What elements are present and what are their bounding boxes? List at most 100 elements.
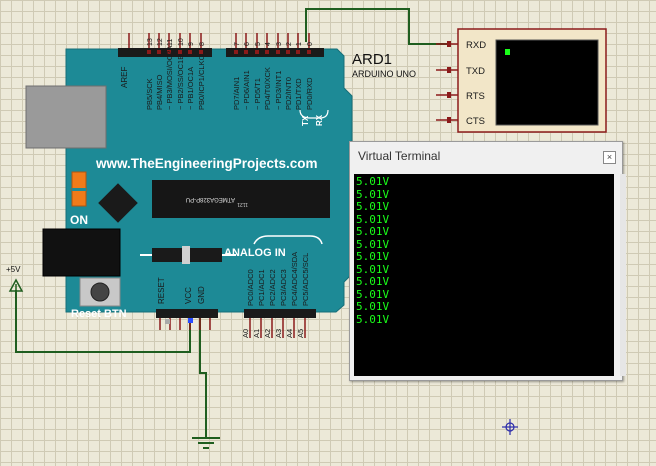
port-b-label: PB5/SCK: [145, 78, 154, 110]
digital-pin-pad: [244, 50, 248, 54]
reset-pin-label: RESET: [157, 277, 166, 304]
port-d-label: PD1/TXD: [294, 78, 303, 110]
digital-pin-pad: [199, 50, 203, 54]
reset-btn-label: Reset BTN: [71, 308, 127, 320]
port-d-label: ~ PD5/T1: [253, 78, 262, 110]
digital-pin-pad: [296, 50, 300, 54]
wire-5v[interactable]: [15, 290, 191, 353]
power-header: [156, 309, 218, 318]
terminal-output-line: 5.01V: [356, 187, 390, 201]
terminal-output-line: 5.01V: [356, 175, 390, 188]
digital-pin-number: 10: [178, 38, 185, 46]
reset-button[interactable]: [90, 282, 110, 302]
port-d-label: PD7/AIN1: [232, 77, 241, 110]
device-pin-label: TXD: [466, 66, 485, 77]
analog-pin-label: PC5/ADC5/SCL: [301, 253, 310, 306]
analog-brace: [253, 235, 323, 245]
virtual-terminal-title: Virtual Terminal: [358, 149, 441, 163]
port-b-label: ~ PB3/MOSI/OC2A: [165, 46, 174, 110]
on-led-gap: [72, 188, 86, 191]
digital-pin-number: 2: [286, 42, 293, 46]
analog-pin-number: A1: [252, 329, 261, 338]
port-b-label: PB0/ICP1/CLKO: [197, 54, 206, 110]
terminal-device-screen: [495, 39, 599, 126]
close-icon[interactable]: ×: [603, 151, 616, 164]
aref-label: AREF: [120, 67, 129, 88]
port-b-label: ~ PB1/OC1A: [186, 67, 195, 110]
terminal-output-line: 5.01V: [356, 275, 390, 288]
analog-pin-number: A3: [274, 329, 283, 338]
digital-pin-pad: [178, 50, 182, 54]
device-pin-marker: [447, 117, 451, 123]
digital-pin-pad: [276, 50, 280, 54]
digital-pin-number: 9: [188, 42, 195, 46]
power-jack: [42, 228, 121, 277]
analog-pin-number: A0: [241, 329, 250, 338]
bottom-pin-stubs: [159, 318, 306, 338]
analog-pin-number: A4: [285, 329, 294, 338]
virtual-terminal-titlebar[interactable]: Virtual Terminal ×: [350, 142, 622, 172]
analog-in-label: ANALOG IN: [224, 247, 286, 259]
digital-pin-pad: [234, 50, 238, 54]
digital-pin-number: 3: [276, 42, 283, 46]
terminal-output-line: 5.01V: [356, 225, 390, 238]
terminal-output-line: 5.01V: [356, 237, 390, 251]
txrx-brace: [299, 109, 329, 119]
digital-pin-pad: [167, 50, 171, 54]
component-designator[interactable]: ARD1: [352, 51, 392, 68]
terminal-output-line: 5.01V: [356, 262, 390, 276]
website-label: www.TheEngineeringProjects.com: [95, 156, 318, 171]
diode-band: [182, 246, 190, 264]
port-b-label: ~ PB2/SS/OC1B: [176, 55, 185, 110]
reset-pin-marker: [165, 319, 170, 324]
ground-terminal[interactable]: [192, 437, 220, 449]
digital-pin-number: 11: [167, 39, 174, 46]
gnd-pin-label: GND: [197, 286, 206, 304]
power-label: +5V: [6, 265, 21, 274]
digital-pin-number: 1: [296, 42, 303, 46]
vcc-pin-label: VCC: [184, 287, 193, 304]
tx-label: TX: [301, 115, 310, 126]
wires: [15, 8, 448, 438]
analog-pin-label: PC2/ADC2: [268, 269, 277, 306]
device-pin-label: RTS: [466, 91, 485, 102]
mcu-chip: [152, 180, 330, 218]
port-d-label: PD4/T0/XCK: [263, 67, 272, 110]
arduino-board[interactable]: www.TheEngineeringProjects.com ATMEGA328…: [25, 33, 353, 338]
terminal-output-line: 5.01V: [356, 312, 390, 326]
digital-pin-number: 13: [147, 38, 154, 46]
analog-pin-label: PC0/ADC0: [246, 269, 255, 306]
chip-text: ATMEGA328P-PU: [186, 196, 235, 202]
terminal-scrollbar[interactable]: [620, 174, 626, 376]
digital-header-left: [118, 48, 212, 57]
digital-pin-pad: [265, 50, 269, 54]
digital-pin-pad: [255, 50, 259, 54]
device-pin-marker: [447, 92, 451, 98]
crosshair-marker-icon[interactable]: [502, 419, 518, 435]
digital-pin-pad: [157, 50, 161, 54]
port-d-label: PD0/RXD: [305, 77, 314, 110]
power-terminal[interactable]: +5V: [6, 265, 24, 292]
digital-pin-pad: [286, 50, 290, 54]
terminal-output-line: 5.01V: [356, 212, 390, 226]
usb-port: [25, 85, 107, 149]
digital-pin-number: 4: [265, 42, 272, 46]
analog-pin-number: A2: [263, 329, 272, 338]
digital-pin-number: 7: [234, 42, 241, 46]
port-d-label: PD2/INT0: [284, 77, 293, 110]
wire-gnd[interactable]: [199, 318, 207, 438]
vcc-pin-marker: [188, 318, 193, 323]
port-d-label: ~ PD3/INT1: [274, 71, 283, 110]
digital-pin-number: 6: [244, 42, 251, 46]
wire-tx-to-rxd[interactable]: [305, 8, 448, 45]
port-d-label: ~ PD6/AIN1: [242, 70, 251, 110]
analog-header: [244, 309, 316, 318]
terminal-output-line: 5.01V: [356, 287, 390, 301]
